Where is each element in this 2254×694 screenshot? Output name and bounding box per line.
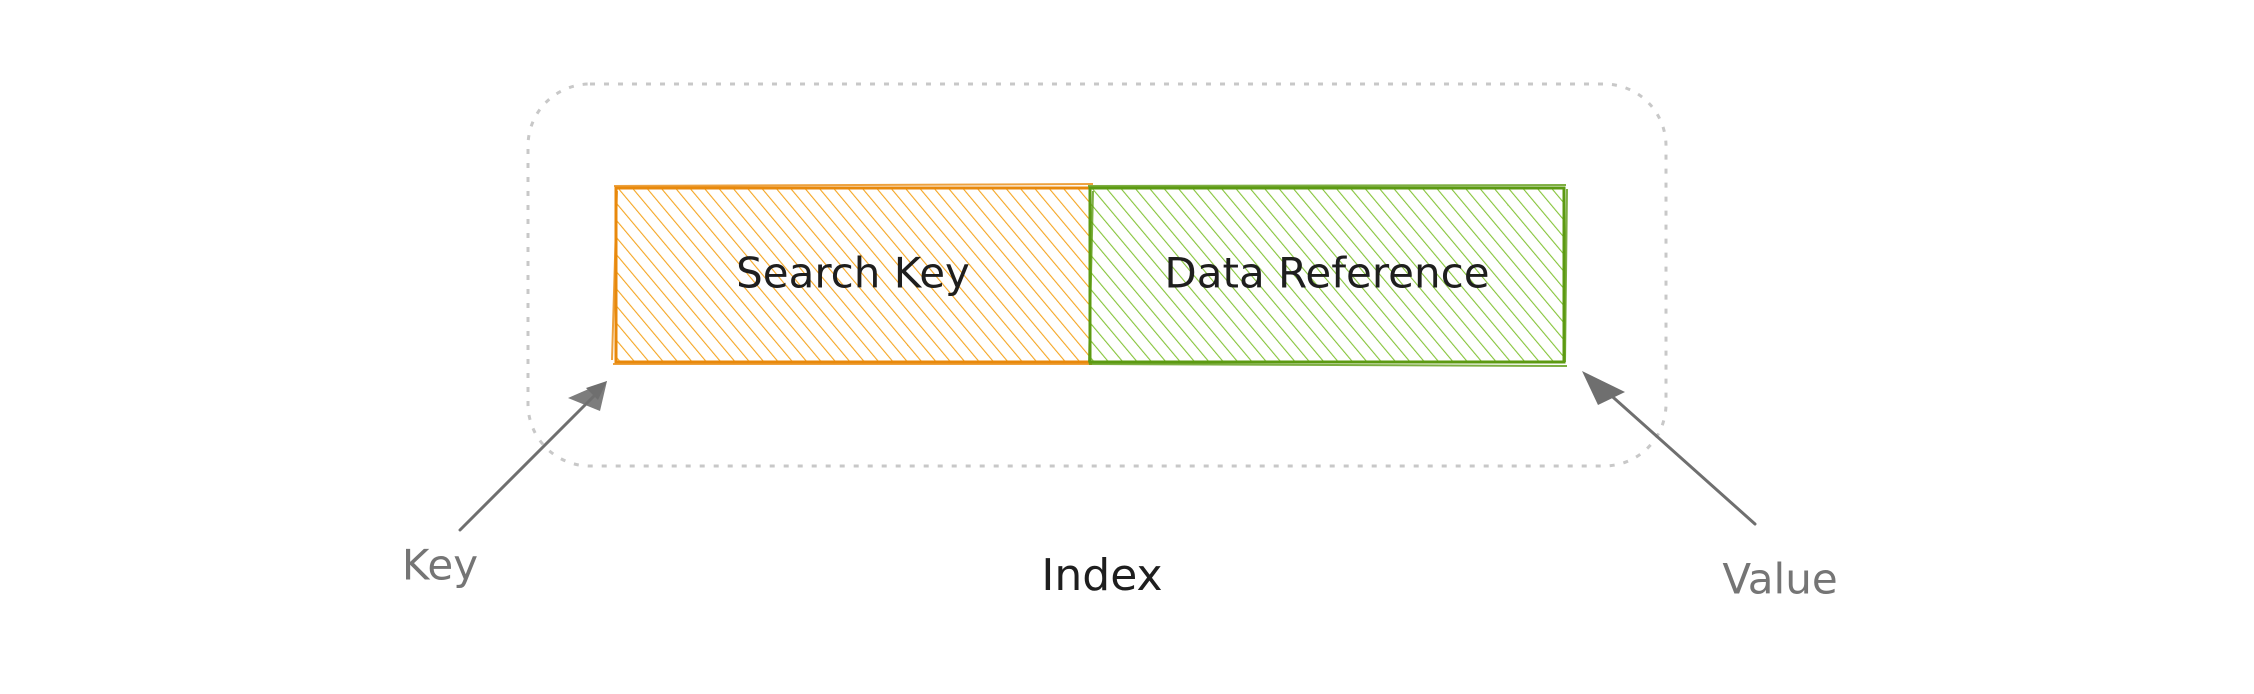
data-reference-field: Data Reference [1087,184,1568,367]
search-key-field: Search Key [611,183,1094,365]
search-key-label: Search Key [736,249,970,298]
index-group-frame [526,82,1668,468]
value-annotation-label: Value [1722,555,1837,604]
key-arrow [458,381,607,532]
index-title: Index [1041,550,1162,601]
data-reference-label: Data Reference [1164,249,1489,298]
key-annotation-label: Key [402,541,478,590]
value-arrow [1582,371,1757,526]
